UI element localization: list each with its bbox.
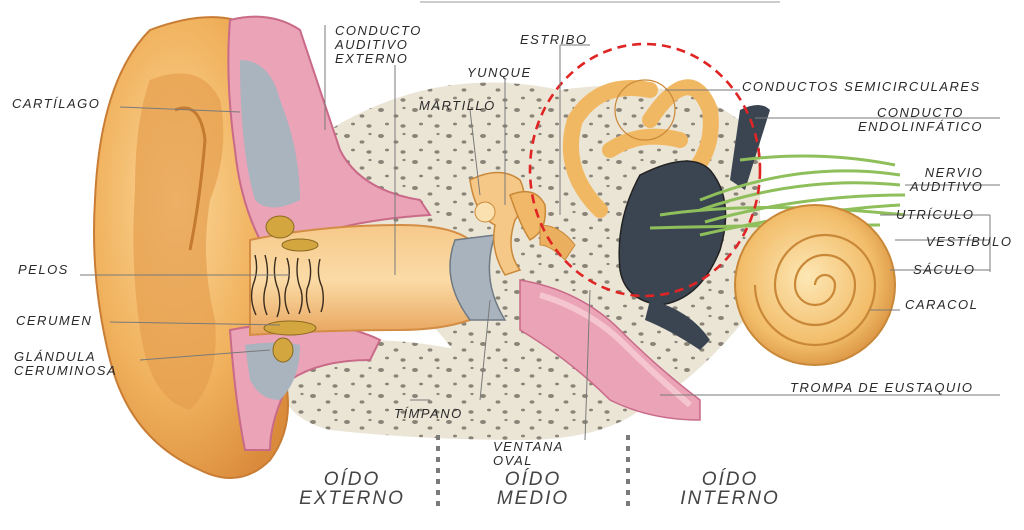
- eustachian-tube: [519, 279, 701, 421]
- region-oido-medio: Oído medio: [478, 470, 588, 508]
- canal-hairs: [250, 254, 324, 318]
- semicircular-canals: [562, 79, 719, 218]
- label-line: ceruminosa: [14, 363, 118, 378]
- region-line: medio: [496, 488, 570, 509]
- label-estribo: Estribo: [520, 32, 588, 47]
- label-cerumen: Cerumen: [16, 313, 93, 328]
- region-separators: [436, 435, 630, 510]
- label-nervio-auditivo: Nervio auditivo: [910, 166, 983, 194]
- label-utriculo: Utrículo: [896, 207, 975, 222]
- vestibule: [618, 105, 770, 350]
- ear-canal: [249, 223, 471, 337]
- label-ventana-oval: Ventana oval: [493, 440, 564, 468]
- label-caracol: Caracol: [905, 297, 979, 312]
- label-line: Conducto: [877, 105, 964, 120]
- label-line: externo: [335, 51, 409, 66]
- label-vestibulo: Vestíbulo: [926, 234, 1013, 249]
- cochlea: [734, 204, 896, 366]
- label-line: oval: [493, 453, 533, 468]
- label-timpano: Tímpano: [394, 406, 463, 421]
- label-trompa-de-eustaquio: Trompa de Eustaquio: [790, 380, 974, 395]
- semicircular-canals-outline: [614, 79, 676, 141]
- label-line: Nervio: [924, 165, 984, 180]
- label-cartilago: Cartílago: [12, 96, 101, 111]
- label-glandula-ceruminosa: Glándula ceruminosa: [14, 350, 117, 378]
- label-yunque: Yunque: [467, 65, 532, 80]
- region-line: interno: [680, 488, 780, 509]
- eardrum: [449, 234, 507, 321]
- label-conductos-semicirculares: Conductos semicirculares: [742, 79, 981, 94]
- region-line: Oído: [701, 469, 759, 490]
- label-conducto-auditivo-externo: Conducto auditivo externo: [335, 24, 422, 66]
- label-conducto-endolinfatico: Conducto endolinfático: [858, 106, 983, 134]
- inner-ear-highlight: [528, 42, 762, 298]
- label-line: Glándula: [14, 349, 97, 364]
- label-martillo: Martillo: [419, 98, 496, 113]
- label-line: Conducto: [335, 23, 422, 38]
- label-saculo: Sáculo: [913, 262, 976, 277]
- region-oido-interno: Oído interno: [670, 470, 790, 508]
- label-line: Ventana: [493, 439, 564, 454]
- label-line: endolinfático: [858, 119, 983, 134]
- region-line: Oído: [323, 469, 381, 490]
- region-line: Oído: [504, 469, 562, 490]
- region-oido-externo: Oído externo: [292, 470, 412, 508]
- leader-lines: [80, 25, 1000, 441]
- label-line: auditivo: [335, 37, 409, 52]
- label-pelos: Pelos: [18, 262, 69, 277]
- region-line: externo: [299, 488, 405, 509]
- temporal-bone: [280, 82, 760, 440]
- label-line: auditivo: [910, 179, 984, 194]
- ossicles: [469, 171, 576, 276]
